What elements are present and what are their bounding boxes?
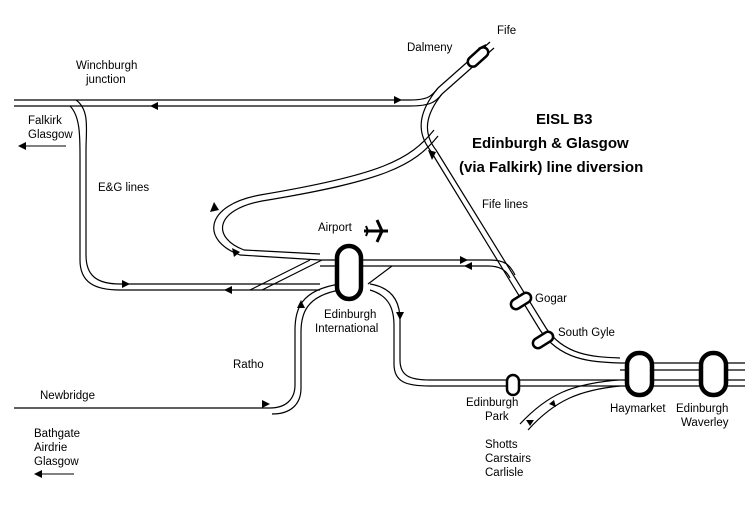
direction-arrow-icon [464, 262, 472, 270]
dalmeny-label: Dalmeny [407, 42, 453, 54]
station-marker-icon [334, 243, 364, 302]
diagram-title-line2: Edinburgh & Glasgow [472, 135, 629, 152]
airport-crossover-a [249, 259, 311, 291]
shotts-label: Shotts [485, 439, 518, 451]
edinburgh-park-label-line2: Park [485, 411, 509, 423]
airport-loop-track-b [221, 135, 439, 255]
direction-arrow-icon [18, 142, 26, 150]
station-marker-icon [466, 46, 490, 68]
direction-arrow-icon [210, 202, 219, 212]
airport-south-line-a [14, 283, 341, 409]
eg-line-upper-track [14, 87, 439, 101]
fife-lines-label: Fife lines [482, 199, 528, 211]
edinburgh-waverley-label-line1: Edinburgh [676, 403, 728, 415]
haymarket-label: Haymarket [610, 403, 666, 415]
edinburgh-international-label-line2: International [315, 323, 378, 335]
airplane-icon [364, 219, 388, 243]
station-marker-icon [531, 330, 555, 350]
winchburgh-chord-a [420, 87, 439, 151]
glasgow-label-top: Glasgow [28, 129, 73, 141]
direction-arrow-icon [549, 400, 556, 407]
direction-arrows [18, 44, 556, 478]
direction-arrow-icon [428, 150, 436, 160]
edinburgh-waverley-label-line2: Waverley [681, 417, 729, 429]
airport-label: Airport [318, 222, 353, 234]
winchburgh-label-line1: Winchburgh [76, 60, 137, 72]
airport-south-line-b [271, 289, 341, 415]
airport-loop-track-a [213, 129, 435, 261]
shotts-line-track-b [519, 379, 619, 425]
eg-west-track-a [75, 99, 320, 285]
diagram-title-line3: (via Falkirk) line diversion [459, 159, 643, 176]
carlisle-label: Carlisle [485, 467, 523, 479]
direction-arrow-icon [394, 96, 402, 104]
direction-arrow-icon [34, 470, 42, 478]
station-marker-icon [698, 350, 729, 398]
edinburgh-park-label-line1: Edinburgh [466, 397, 518, 409]
direction-arrow-icon [232, 248, 240, 257]
stations [334, 46, 729, 398]
airport-crossover-c [367, 265, 393, 285]
carstairs-label: Carstairs [485, 453, 531, 465]
airport-crossover-b [261, 259, 323, 291]
newbridge-label: Newbridge [40, 390, 95, 402]
eg-west-track-b [69, 105, 320, 291]
direction-arrow-icon [150, 102, 158, 110]
airport-east-curve-a [369, 283, 620, 381]
direction-arrow-icon [224, 286, 232, 294]
fife-lines-track-b [435, 149, 621, 359]
station-marker-icon [505, 373, 521, 397]
bathgate-label: Bathgate [34, 428, 80, 440]
station-marker-icon [624, 350, 655, 398]
shotts-line-track-a [527, 385, 621, 431]
airport-through-track-a [320, 259, 516, 276]
direction-arrow-icon [297, 300, 305, 308]
direction-arrow-icon [460, 256, 468, 264]
ratho-label: Ratho [233, 359, 264, 371]
falkirk-label: Falkirk [28, 115, 62, 127]
south-gyle-label: South Gyle [558, 327, 615, 339]
eg-lines-label: E&G lines [98, 182, 149, 194]
direction-arrow-icon [396, 312, 404, 320]
direction-arrow-icon [526, 420, 534, 426]
diagram-title-line1: EISL B3 [536, 111, 592, 128]
winchburgh-chord-b [426, 93, 443, 151]
fife-lines-track-a [429, 149, 621, 364]
direction-arrow-icon [122, 280, 130, 288]
airport-east-curve-b [369, 289, 620, 387]
airdrie-label: Airdrie [34, 442, 67, 454]
fife-label: Fife [497, 25, 516, 37]
gogar-label: Gogar [535, 293, 567, 305]
direction-arrow-icon [262, 400, 270, 408]
winchburgh-label-line2: junction [85, 74, 126, 86]
glasgow-label-bottom: Glasgow [34, 456, 79, 468]
station-marker-icon [509, 291, 533, 311]
airport-through-track-b [320, 265, 511, 279]
edinburgh-international-label-line1: Edinburgh [324, 309, 376, 321]
labels: Fife Dalmeny Winchburgh junction Falkirk… [28, 25, 729, 479]
